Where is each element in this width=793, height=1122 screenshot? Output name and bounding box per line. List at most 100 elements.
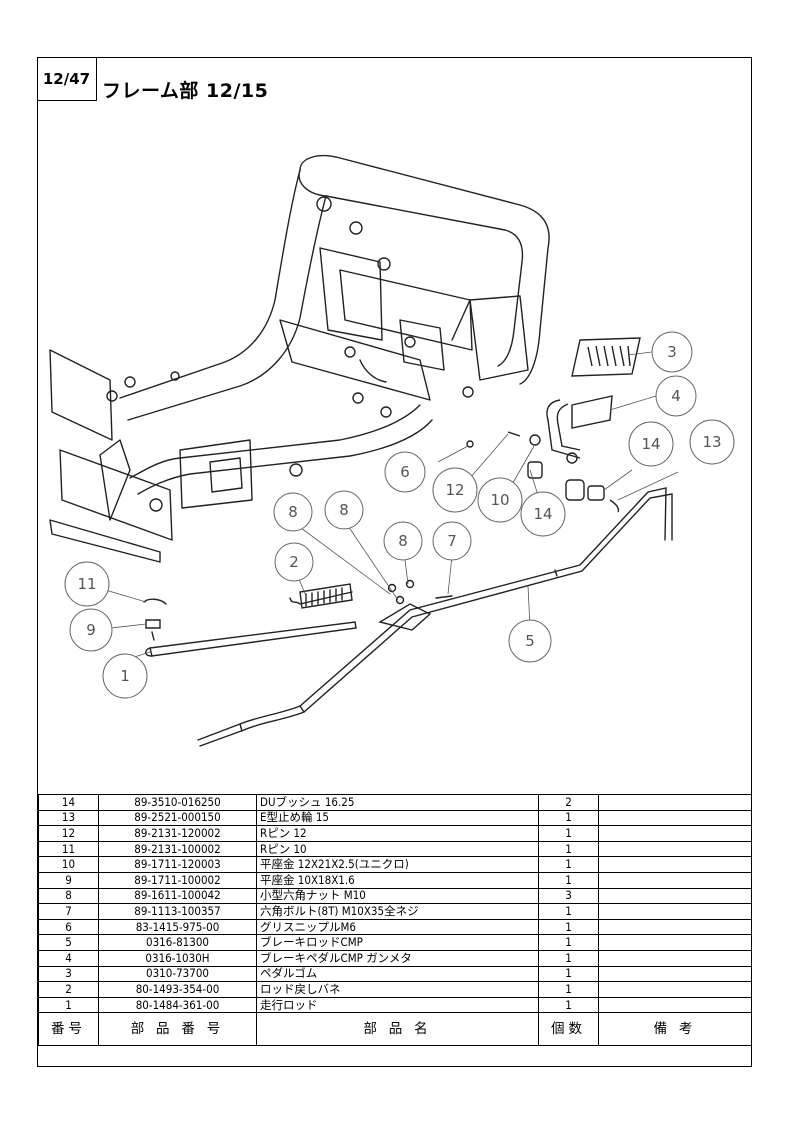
row-part-number: 89-1711-120003 — [98, 856, 257, 873]
row-no: 4 — [38, 949, 99, 967]
row-remarks — [598, 794, 752, 811]
svg-text:10: 10 — [490, 491, 509, 509]
header-qty: 個数 — [538, 1012, 599, 1047]
row-part-name: 平座金 10X18X1.6 — [256, 871, 539, 889]
row-part-name: ロッド戻しバネ — [256, 981, 539, 998]
row-part-name: ペダルゴム — [256, 965, 539, 983]
row-no: 3 — [38, 965, 99, 983]
leader-lines — [91, 351, 679, 661]
frame-tube-illustration — [49, 154, 550, 563]
callout-4: 4 — [655, 375, 697, 417]
running-rod-illustration — [143, 579, 453, 657]
svg-text:3: 3 — [667, 343, 677, 361]
svg-text:4: 4 — [671, 387, 681, 405]
header-no: 番号 — [38, 1012, 99, 1047]
row-qty: 1 — [538, 903, 599, 920]
row-part-name: E型止め輪 15 — [256, 809, 539, 827]
row-remarks — [598, 949, 752, 967]
svg-text:14: 14 — [641, 435, 660, 453]
row-remarks — [598, 840, 752, 858]
row-remarks — [598, 918, 752, 936]
callout-7: 7 — [432, 521, 472, 561]
row-qty: 1 — [538, 809, 599, 827]
callout-14b: 14 — [520, 491, 566, 537]
callout-6: 6 — [384, 451, 426, 493]
callout-12: 12 — [432, 467, 478, 513]
callout-5: 5 — [508, 619, 552, 663]
row-qty: 2 — [538, 794, 599, 811]
row-part-name: ブレーキペダルCMP ガンメタ — [256, 949, 539, 967]
svg-text:5: 5 — [525, 632, 535, 650]
svg-text:14: 14 — [533, 505, 552, 523]
svg-text:6: 6 — [400, 463, 410, 481]
row-remarks — [598, 887, 752, 905]
row-part-number: 89-1711-100002 — [98, 871, 257, 889]
row-qty: 1 — [538, 981, 599, 998]
row-no: 2 — [38, 981, 99, 998]
row-remarks — [598, 903, 752, 920]
svg-text:8: 8 — [288, 503, 298, 521]
row-part-name: 走行ロッド — [256, 996, 539, 1014]
row-part-number: 80-1484-361-00 — [98, 996, 257, 1014]
row-part-name: DUブッシュ 16.25 — [256, 794, 539, 811]
svg-text:9: 9 — [86, 621, 96, 639]
row-no: 13 — [38, 809, 99, 827]
svg-text:7: 7 — [447, 532, 457, 550]
svg-text:11: 11 — [77, 575, 96, 593]
row-no: 5 — [38, 934, 99, 951]
row-qty: 1 — [538, 934, 599, 951]
svg-text:13: 13 — [702, 433, 721, 451]
row-qty: 1 — [538, 856, 599, 873]
row-part-name: Rピン 12 — [256, 825, 539, 842]
exploded-parts-diagram: 3 4 14 13 6 12 10 14 8 8 8 7 2 11 9 1 5 — [49, 154, 735, 747]
row-remarks — [598, 856, 752, 873]
callout-2: 2 — [274, 542, 314, 582]
svg-text:12: 12 — [445, 481, 464, 499]
row-qty: 1 — [538, 871, 599, 889]
row-qty: 3 — [538, 887, 599, 905]
row-part-number: 89-2521-000150 — [98, 809, 257, 827]
row-remarks — [598, 965, 752, 983]
svg-text:2: 2 — [289, 553, 299, 571]
row-no: 8 — [38, 887, 99, 905]
header-remarks: 備 考 — [598, 1012, 752, 1047]
row-part-number: 89-2131-120002 — [98, 825, 257, 842]
row-part-number: 89-2131-100002 — [98, 840, 257, 858]
row-remarks — [598, 871, 752, 889]
row-no: 7 — [38, 903, 99, 920]
callout-8c: 8 — [383, 521, 423, 561]
svg-text:8: 8 — [398, 532, 408, 550]
page-title: フレーム部 12/15 — [102, 80, 269, 102]
row-part-number: 83-1415-975-00 — [98, 918, 257, 936]
svg-text:1: 1 — [120, 667, 130, 685]
row-qty: 1 — [538, 918, 599, 936]
row-no: 9 — [38, 871, 99, 889]
row-qty: 1 — [538, 965, 599, 983]
callout-11: 11 — [64, 561, 110, 607]
row-no: 14 — [38, 794, 99, 811]
row-part-name: 小型六角ナット M10 — [256, 887, 539, 905]
row-part-name: 六角ボルト(8T) M10X35全ネジ — [256, 903, 539, 920]
row-part-number: 0316-81300 — [98, 934, 257, 951]
row-part-name: 平座金 12X21X2.5(ユニクロ) — [256, 856, 539, 873]
row-qty: 1 — [538, 949, 599, 967]
row-part-number: 89-3510-016250 — [98, 794, 257, 811]
row-qty: 1 — [538, 996, 599, 1014]
callout-8a: 8 — [273, 492, 313, 532]
row-part-number: 0310-73700 — [98, 965, 257, 983]
brake-rod-illustration — [197, 487, 673, 747]
